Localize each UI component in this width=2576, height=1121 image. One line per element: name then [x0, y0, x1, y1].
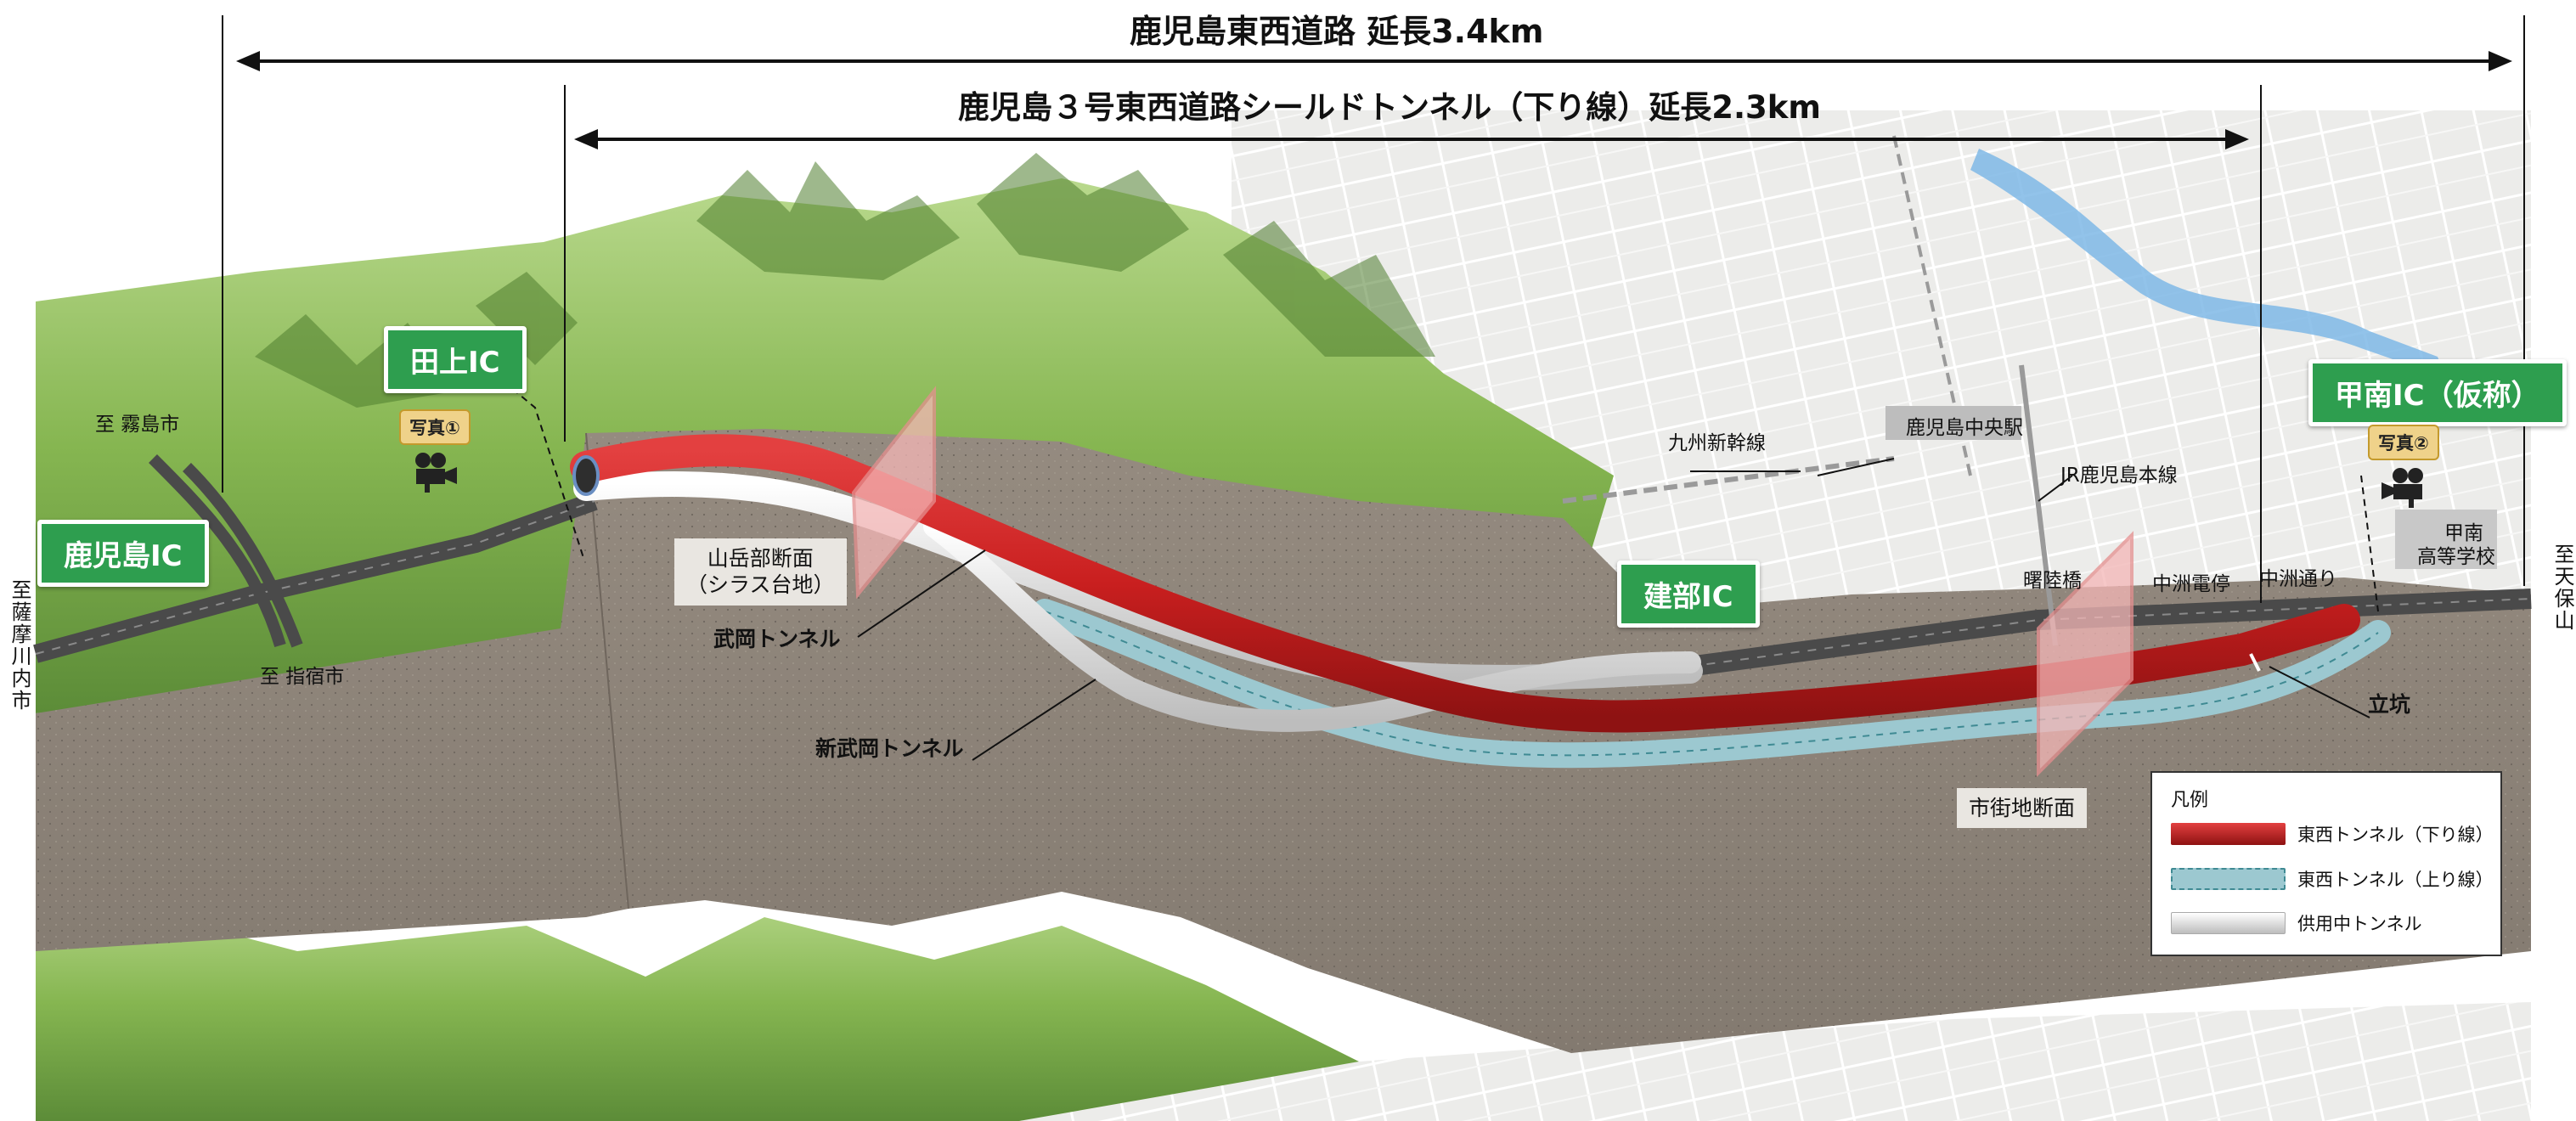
- river: [1970, 149, 2446, 378]
- mountain-section-plane: [851, 386, 936, 600]
- urban-section-label: 市街地断面: [1957, 788, 2088, 829]
- camera-icon: [2381, 468, 2423, 508]
- photo-tag-2: 写真②: [2368, 425, 2439, 460]
- photo-marker-1: 写真①: [399, 409, 471, 493]
- destination-kirishima: 至 霧島市: [95, 414, 180, 436]
- label-station: 鹿児島中央駅: [1906, 417, 2023, 439]
- existing-tunnel-shintakeoka: [923, 515, 1701, 732]
- legend-swatch-white: [2171, 912, 2286, 934]
- legend-title: 凡例: [2171, 790, 2209, 811]
- label-shaft: 立坑: [2368, 692, 2411, 717]
- total-length-title: 鹿児島東西道路 延長3.4km: [1130, 13, 1544, 50]
- photo-marker-2: 写真②: [2368, 425, 2439, 508]
- destination-ibusuki: 至 指宿市: [260, 666, 345, 688]
- tunnel-portal: [572, 455, 600, 496]
- station-building: [1885, 406, 2021, 440]
- label-shinkansen: 九州新幹線: [1668, 432, 1766, 454]
- dimension-lines: [222, 15, 2525, 603]
- ic-label-tagami: 田上IC: [384, 326, 527, 393]
- label-shintakeoka-tunnel: 新武岡トンネル: [815, 736, 964, 761]
- legend-item-existing: 供用中トンネル: [2171, 909, 2422, 938]
- photo-tag-1: 写真①: [399, 409, 471, 445]
- ic-label-konan: 甲南IC（仮称）: [2308, 359, 2567, 426]
- lower-mountains: [36, 883, 1359, 1121]
- legend-item-downbound: 東西トンネル（下り線）: [2171, 820, 2494, 848]
- downbound-tunnel: [570, 434, 2360, 733]
- label-takeoka-tunnel: 武岡トンネル: [713, 627, 841, 651]
- destination-amakusa: 至天保山: [2551, 544, 2574, 632]
- surface-roads: [33, 135, 2532, 681]
- label-jr-line: JR鹿児島本線: [2060, 465, 2178, 487]
- label-streetcar: 中洲電停: [2152, 573, 2230, 595]
- label-school-1: 甲南: [2444, 522, 2483, 544]
- mountain-section-label: 山岳部断面 （シラス台地）: [674, 538, 847, 606]
- legend-swatch-blue: [2171, 868, 2286, 890]
- label-school-2: 高等学校: [2417, 546, 2495, 568]
- label-akebonobashi: 曙陸橋: [2023, 570, 2082, 592]
- ic-label-takebe: 建部IC: [1617, 560, 1760, 628]
- camera-icon: [414, 453, 457, 493]
- label-nakasu-dori: 中洲通り: [2259, 568, 2337, 590]
- legend-swatch-red: [2171, 823, 2286, 845]
- school-building: [2395, 510, 2497, 569]
- tunnel-length-title: 鹿児島３号東西道路シールドトンネル（下り線）延長2.3km: [958, 89, 1821, 126]
- destination-satsumasendai: 至薩摩川内市: [8, 579, 31, 712]
- legend: 凡例 東西トンネル（下り線） 東西トンネル（上り線） 供用中トンネル: [2150, 771, 2502, 956]
- legend-item-upbound: 東西トンネル（上り線）: [2171, 865, 2494, 893]
- urban-section-plane: [2037, 531, 2134, 777]
- ic-label-kagoshima: 鹿児島IC: [37, 520, 209, 587]
